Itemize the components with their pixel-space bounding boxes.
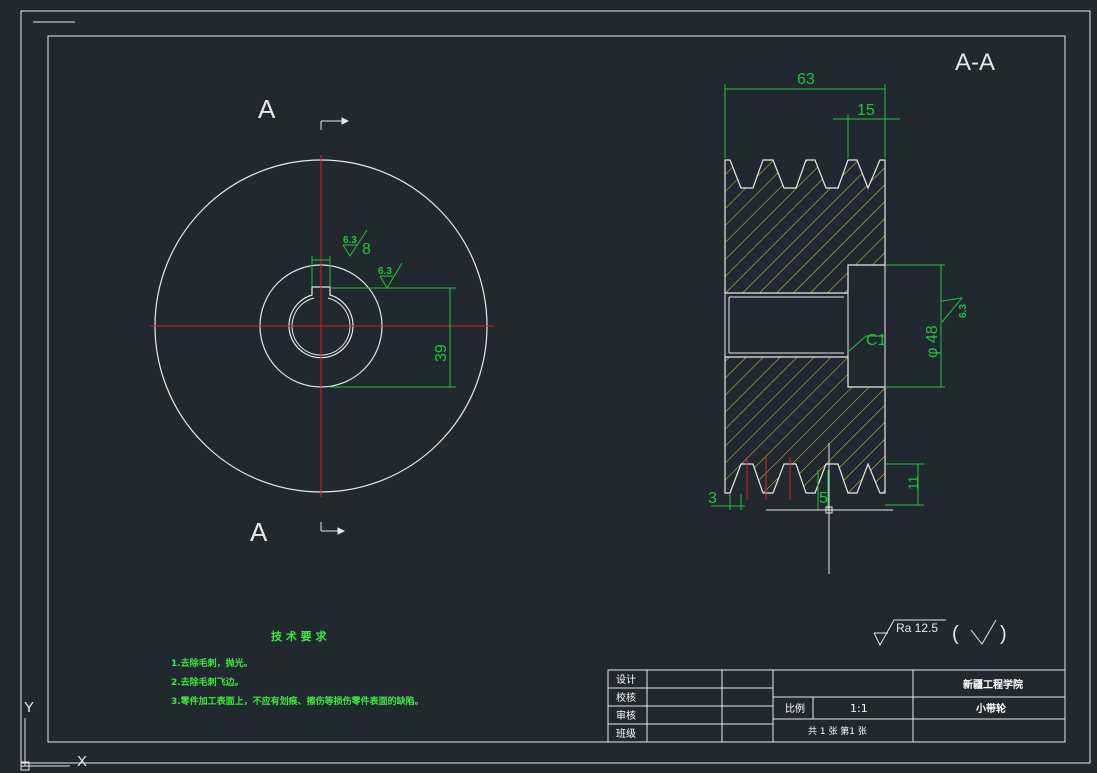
section-lower-body: [724, 356, 886, 494]
tech-req-title: 技 术 要 求: [271, 629, 327, 643]
section-dimensions: [711, 84, 964, 510]
section-label-bottom: A: [250, 517, 268, 547]
title-block: 设计 校核 审核 班级 比例 1:1 共 1 张 第1 张 新疆工程学院 小带轮: [607, 669, 1066, 743]
section-title: A-A: [955, 49, 995, 76]
sheet-borders: [20, 10, 1091, 764]
outer-border: [20, 10, 1091, 764]
roughness-value-2: 6.3: [378, 266, 392, 277]
tb-school: 新疆工程学院: [963, 678, 1023, 691]
bottom-dim: 5: [819, 490, 828, 507]
roughness-bore: 6.3: [958, 304, 969, 318]
tb-class-label: 班级: [616, 728, 636, 740]
tb-check-label: 校核: [616, 691, 636, 704]
keyway-width-dim: 8: [362, 241, 371, 258]
bore-keyway-outer: [288, 286, 354, 359]
bore-depth-dim: 39: [433, 344, 450, 362]
section-bore: [724, 264, 886, 388]
groove-depth-dim: 11: [905, 475, 921, 490]
roughness-value-1: 6.3: [343, 235, 357, 246]
edge-dim: 3: [708, 490, 717, 507]
section-upper-body: [724, 159, 886, 294]
cursor-crosshair: [766, 443, 893, 574]
total-width-dim: 63: [797, 71, 815, 88]
roughness-label: Ra 12.5: [896, 621, 938, 635]
ucs-y-label: Y: [24, 699, 34, 716]
diameter-dim: φ 48: [924, 325, 941, 358]
tb-review-label: 审核: [616, 709, 636, 722]
roughness-symbol-icon: [873, 619, 997, 647]
groove-centerlines: [746, 457, 791, 500]
centerlines-front: [150, 155, 494, 497]
tech-req-item-3: 3.零件加工表面上，不应有划痕、擦伤等损伤零件表面的缺陷。: [171, 695, 424, 707]
paren-open: (: [952, 623, 959, 645]
section-view: A-A: [708, 49, 995, 574]
keyway-dimension: [311, 229, 368, 286]
tech-req-item-2: 2.去除毛刺飞边。: [171, 676, 244, 688]
tb-part-name: 小带轮: [975, 702, 1006, 715]
tb-scale-value: 1:1: [850, 702, 868, 715]
paren-close: ): [1000, 623, 1007, 645]
section-label-top: A: [258, 94, 276, 124]
cutting-plane-arrow-top: [320, 117, 350, 130]
inner-border: [47, 35, 1066, 743]
general-roughness: Ra 12.5 ( ): [873, 619, 1007, 647]
ucs-x-label: X: [77, 753, 87, 770]
tech-req-item-1: 1.去除毛刺，抛光。: [171, 657, 253, 669]
technical-requirements: 技 术 要 求 1.去除毛刺，抛光。 2.去除毛刺飞边。 3.零件加工表面上，不…: [171, 629, 424, 707]
cutting-plane-arrow-bottom: [320, 522, 346, 535]
hub-width-dim: 15: [857, 102, 875, 119]
tb-sheets: 共 1 张 第1 张: [808, 725, 867, 737]
tb-design-label: 设计: [616, 673, 636, 686]
bore-depth-dimension: [330, 262, 456, 388]
ucs-icon: [20, 718, 70, 771]
chamfer-dim: C1: [866, 332, 887, 349]
tb-scale-label: 比例: [785, 702, 805, 715]
front-view: A A 6.3 8: [150, 94, 494, 547]
